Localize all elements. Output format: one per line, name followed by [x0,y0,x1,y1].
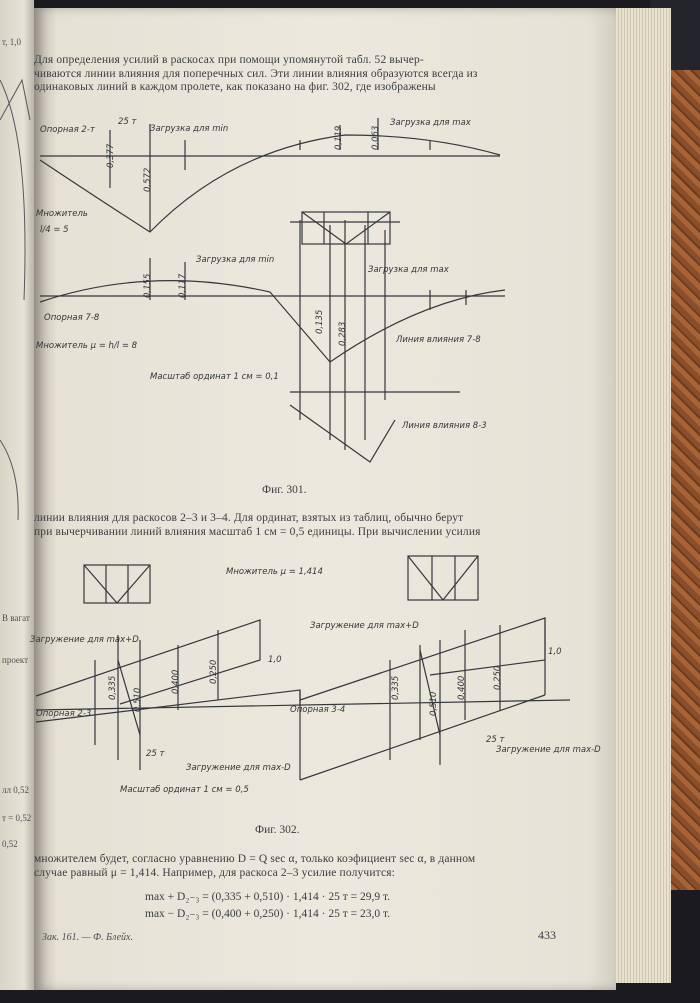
fig301-support-top: Опорная 2-т [40,125,96,135]
formula-max-minus: max − D₂₋₃ = (0,400 + 0,250) · 1,414 · 2… [145,908,391,920]
page-edges [612,8,671,983]
fig302-ordinate: 0,400 [171,670,181,694]
fig301-scale-label: Масштаб ординат 1 см = 0,1 [150,372,279,382]
fig302-ordinate: 0,510 [133,688,143,712]
fig302-support-right: Опорная 3-4 [290,705,345,715]
figure-301-caption: Фиг. 301. [262,484,307,496]
fig301-ordinate: 0,377 [106,143,116,168]
fig302-load-min-left: Загружение для max-D [186,763,291,773]
fig301-ordinate: 0,135 [315,310,325,334]
fig302-scale-label: Масштаб ординат 1 см = 0,5 [120,785,249,795]
fig301-load-max-mid: Загрузка для max [368,265,450,275]
fig301-multiplier-top: Множитель [36,209,88,219]
left-fragment-text: т, 1,0 [2,37,22,47]
text-line: чиваются линии влияния для поперечных си… [34,67,478,80]
intro-paragraph: Для определения усилий в раскосах при по… [34,54,478,95]
fig301-ordinate: 0,283 [338,322,348,346]
left-fragment-text: 0,52 [2,839,18,849]
fig301-multiplier-top-value: l/4 = 5 [40,225,69,235]
fig301-ordinate: 0,117 [178,273,188,298]
left-fragment-text: лл 0,52 [2,785,29,795]
fig301-multiplier-mid: Множитель μ = h/l = 8 [36,341,138,351]
fig302-ordinate: 0,335 [391,676,401,700]
fig301-load-top: 25 т [118,117,138,127]
formula-max-plus: max + D₂₋₃ = (0,335 + 0,510) · 1,414 · 2… [145,891,391,903]
fig301-load-max: Загрузка для max [390,118,472,128]
text-line: при вычерчивании линий влияния масштаб 1… [34,525,481,538]
fig301-ordinate: 0,119 [334,126,344,150]
fig302-load-max-right: Загружение для max+D [310,621,419,631]
fig301-ordinate: 0,572 [143,168,153,192]
left-fragment-text: В вагат [2,613,30,623]
left-page-arcs [0,78,31,521]
text-line: множителем будет, согласно уравнению D =… [34,853,476,865]
mid-paragraph: линии влияния для раскосов 2–3 и 3–4. Дл… [34,512,481,539]
fig302-ordinate: 0,250 [493,666,503,690]
fig302-end-value: 1,0 [548,647,562,657]
fig302-load-value: 25 т [486,735,506,745]
left-fragment-text: т = 0,52 [2,813,32,823]
fig301-influence-83: Линия влияния 8-3 [401,421,487,431]
fig301-influence-78: Линия влияния 7-8 [395,335,481,345]
fig302-end-value: 1,0 [268,655,282,665]
fig301-ordinate: 0,155 [143,274,153,298]
left-page-fragment: т, 1,0 В вагат проект лл 0,52 т = 0,52 0… [0,0,34,990]
fig301-load-min-mid: Загрузка для min [196,255,274,265]
fig302-load-min-right: Загружение для max-D [496,745,601,755]
fig302-ordinate: 0,400 [457,676,467,700]
fig301-load-min: Загрузка для min [150,124,228,134]
fig302-load-value: 25 т [146,749,166,759]
fig302-ordinate: 0,510 [429,692,439,716]
fig302-support-left: Опорная 2-3 [36,709,91,719]
page-number: 433 [538,928,556,942]
text-line: одинаковых линий в каждом пролете, как п… [34,81,436,93]
text-line: линии влияния для раскосов 2–3 и 3–4. Дл… [34,512,464,524]
fig302-ordinate: 0,335 [108,676,118,700]
closing-paragraph: множителем будет, согласно уравнению D =… [34,853,475,880]
fig301-curve-top [39,134,501,233]
footer-imprint: Зак. 161. — Ф. Блейх. [42,932,133,943]
fig302-multiplier: Множитель μ = 1,414 [226,567,323,577]
text-line: случае равный μ = 1,414. Например, для р… [34,866,395,879]
book-page [34,8,616,990]
text-line: Для определения усилий в раскосах при по… [34,54,424,66]
fig301-support-mid: Опорная 7-8 [44,313,100,323]
fig302-load-max-left: Загружение для max+D [30,635,139,645]
fig302-ordinate: 0,250 [209,660,219,684]
fig301-ordinate: 0,063 [371,126,381,150]
figure-302-caption: Фиг. 302. [255,824,300,836]
left-fragment-text: проект [2,655,29,665]
